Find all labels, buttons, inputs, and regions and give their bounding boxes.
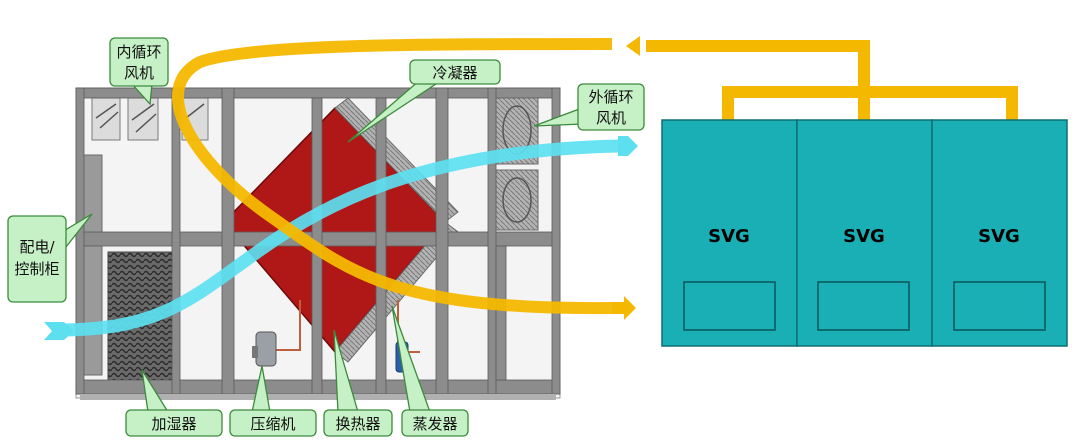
hot-air-manifold bbox=[646, 40, 1018, 120]
hot-air-stream bbox=[171, 38, 613, 315]
condenser-label: 冷凝器 bbox=[432, 64, 477, 82]
heat-exchanger-label: 换热器 bbox=[335, 415, 380, 433]
callout-labels: 内循环 风机 冷凝器 外循环 风机 配电/ 控制柜 加湿器 bbox=[7, 37, 645, 437]
svg-cabinet-2-label: SVG bbox=[843, 226, 885, 247]
inner-fan-units bbox=[91, 97, 209, 141]
hot-airflow bbox=[171, 36, 640, 320]
compressor-label: 压缩机 bbox=[250, 415, 295, 433]
svg-cabinets: SVG SVG SVG bbox=[646, 40, 1068, 347]
inner-fan-label-line2: 风机 bbox=[124, 64, 154, 82]
evaporator-callout: 蒸发器 bbox=[391, 305, 469, 437]
svg-cabinet-2-panel bbox=[817, 281, 910, 331]
evaporator-label: 蒸发器 bbox=[412, 415, 457, 433]
humidifier-callout: 加湿器 bbox=[125, 369, 223, 437]
inner-fan-callout: 内循环 风机 bbox=[109, 37, 169, 106]
compressor-callout: 压缩机 bbox=[229, 365, 317, 437]
frame-structure bbox=[75, 87, 561, 395]
cold-air-stream bbox=[57, 139, 621, 337]
humidifier-label: 加湿器 bbox=[151, 415, 196, 433]
hot-air-supply-arrow bbox=[624, 296, 636, 320]
hot-air-supply-arrow-body bbox=[612, 302, 626, 314]
cold-air-inlet-arrow bbox=[44, 322, 74, 340]
power-cabinet-callout: 配电/ 控制柜 bbox=[7, 213, 93, 303]
svg-cabinet-3-panel bbox=[953, 281, 1046, 331]
outer-fan-callout: 外循环 风机 bbox=[533, 83, 645, 131]
svg-cabinet-1-label: SVG bbox=[708, 226, 750, 247]
power-cabinet-label-line2: 控制柜 bbox=[14, 260, 59, 278]
heat-exchanger-callout: 换热器 bbox=[323, 329, 393, 437]
inner-fan-label-line1: 内循环 bbox=[116, 43, 161, 61]
cold-airflow bbox=[44, 136, 638, 340]
condenser-callout: 冷凝器 bbox=[347, 59, 501, 143]
outer-fan-units bbox=[495, 95, 539, 231]
compressor-body bbox=[252, 331, 277, 367]
svg-cabinet-1-panel bbox=[683, 281, 776, 331]
svg-cabinet-3-label: SVG bbox=[978, 226, 1020, 247]
cold-air-outlet-arrow bbox=[618, 136, 638, 156]
outer-fan-label-line1: 外循环 bbox=[588, 88, 633, 106]
outer-fan-label-line2: 风机 bbox=[596, 109, 626, 127]
hot-air-return-arrow-tip bbox=[626, 36, 640, 56]
unit-base bbox=[80, 394, 556, 400]
power-cabinet-label-line1: 配电/ bbox=[19, 238, 55, 256]
